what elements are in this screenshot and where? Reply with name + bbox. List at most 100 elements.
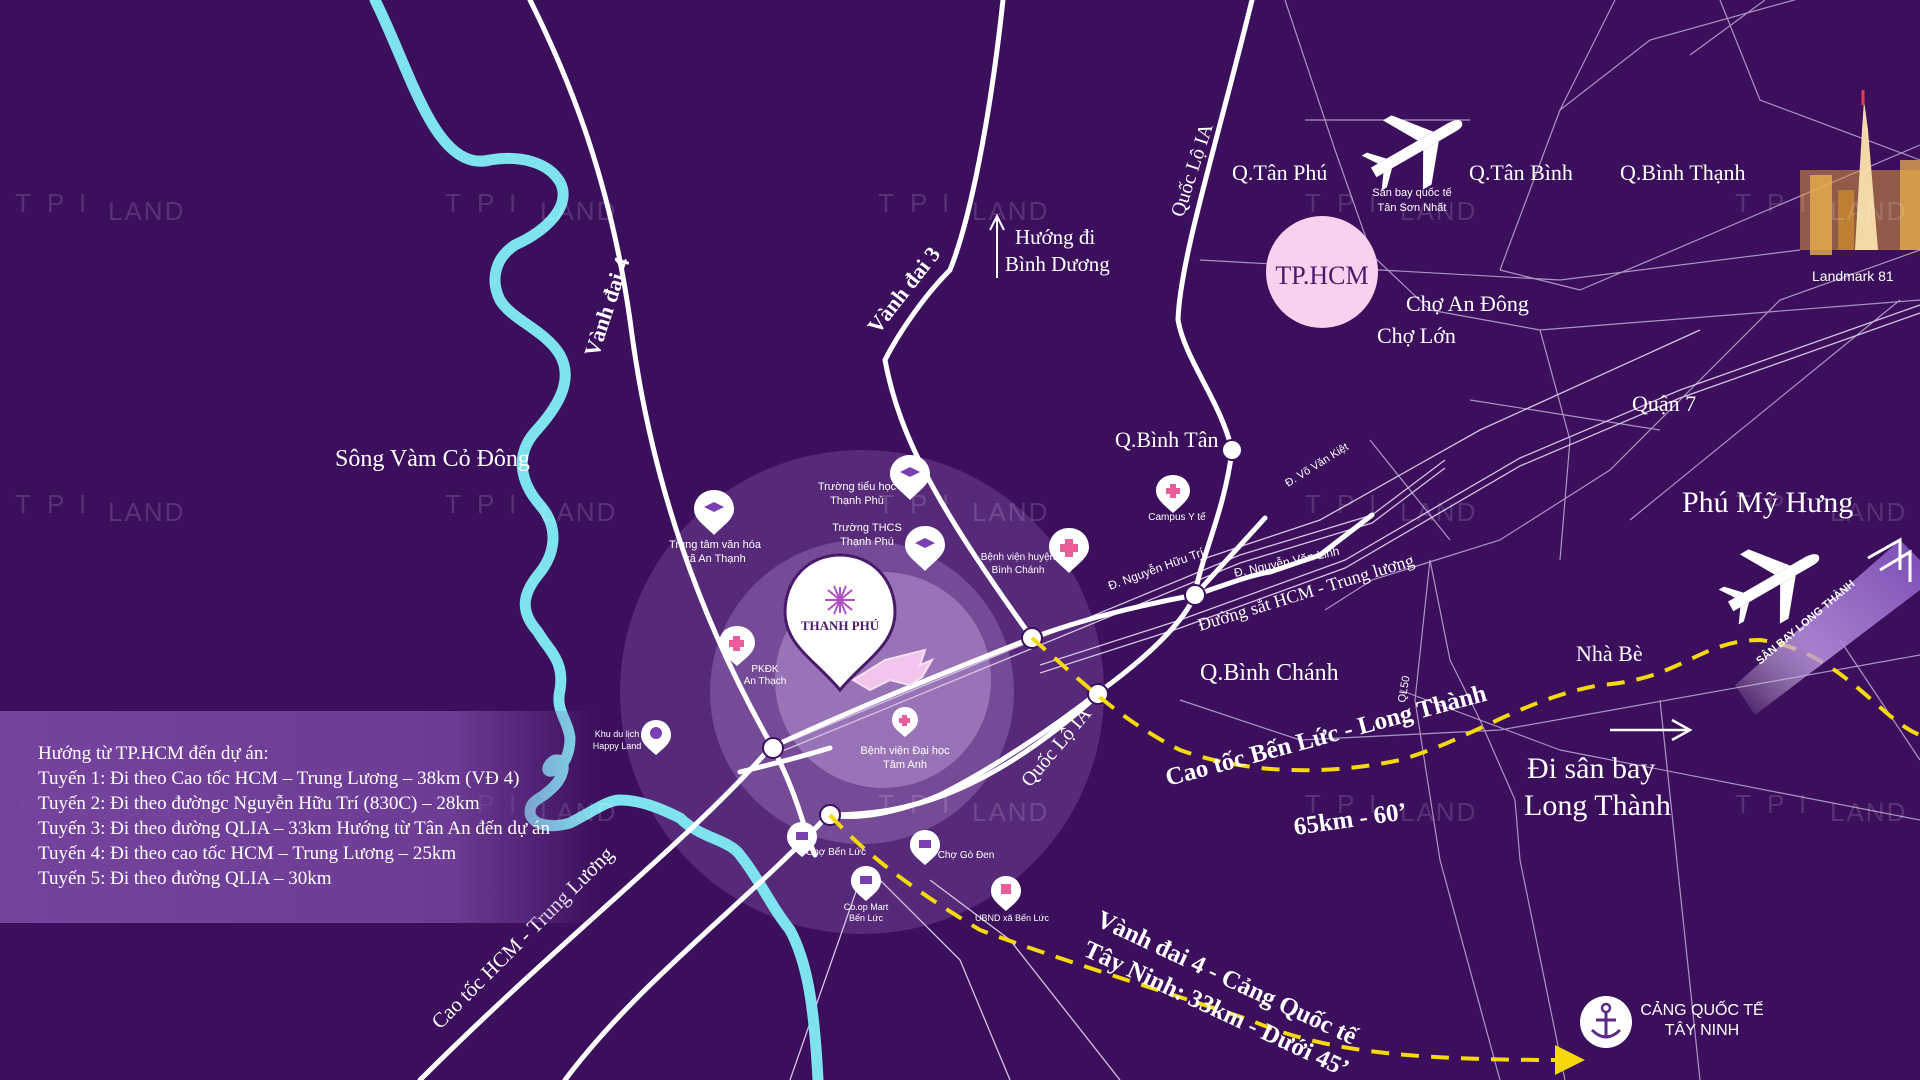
trung-tam-label-1: Trung tâm văn hóa [669, 539, 762, 551]
benh-vien-huyen-label-2: Bình Chánh [992, 565, 1045, 576]
svg-text:T: T [445, 489, 463, 519]
tp-hcm-circle [1266, 216, 1378, 328]
school-pin-icon [905, 526, 945, 571]
svg-text:T: T [878, 489, 896, 519]
svg-text:I: I [79, 188, 88, 218]
benh-vien-huyen-label-1: Bệnh viện huyện [981, 552, 1056, 563]
cho-an-dong-label: Chợ An Đông [1406, 291, 1529, 316]
svg-text:P: P [477, 489, 496, 519]
svg-text:T: T [15, 489, 33, 519]
ubnd-label: UBND xã Bến Lức [975, 913, 1050, 923]
svg-text:P: P [1337, 789, 1356, 819]
svg-text:LAND: LAND [1830, 497, 1907, 527]
di-san-bay-label-2: Long Thành [1524, 789, 1671, 822]
svg-text:T: T [1735, 188, 1753, 218]
svg-text:I: I [1799, 789, 1808, 819]
svg-text:LAND: LAND [540, 497, 617, 527]
svg-text:I: I [79, 489, 88, 519]
anchor-icon [1580, 996, 1632, 1048]
cao-toc-ben-luc-label-1: Cao tốc Bến Lức - Long Thành [1163, 680, 1490, 792]
q-binh-thanh-label: Q.Bình Thạnh [1620, 160, 1745, 185]
project-area [851, 648, 935, 692]
coop-label-2: Bến Lức [849, 913, 884, 923]
airplane-tsn-icon [1361, 115, 1463, 191]
poi-markers [641, 455, 1190, 911]
san-bay-tsn-label-1: Sân bay quốc tế [1372, 187, 1452, 199]
truong-thcs-label-1: Trường THCS [832, 522, 902, 534]
benh-vien-tam-anh-label-1: Bệnh viện Đại học [860, 745, 950, 757]
road-junctions [762, 439, 1243, 826]
pkdk-label-2: An Thạch [744, 676, 787, 687]
school-pin-icon [694, 490, 734, 535]
svg-text:I: I [942, 489, 951, 519]
coop-label-1: Co.op Mart [844, 902, 889, 912]
arrowhead-cang [1555, 1045, 1585, 1075]
svg-text:T: T [1305, 789, 1323, 819]
song-vam-co-label: Sông Vàm Cỏ Đông [335, 446, 530, 472]
svg-text:LAND: LAND [108, 196, 185, 226]
cang-label-2: TÂY NINH [1665, 1020, 1739, 1039]
routes-heading: Hướng từ TP.HCM đến dự án: [38, 743, 269, 764]
quan-7-label: Quận 7 [1632, 391, 1696, 416]
route-line-4: Tuyến 4: Đi theo cao tốc HCM – Trung Lươ… [38, 843, 457, 864]
tp-hcm-label: TP.HCM [1275, 261, 1368, 290]
huong-di-label: Hướng đi [1015, 225, 1095, 249]
svg-text:LAND: LAND [972, 797, 1049, 827]
svg-text:I: I [942, 188, 951, 218]
project-name-label: THANH PHÚ [801, 618, 880, 633]
main-roads [417, 0, 1375, 1080]
svg-text:P: P [477, 188, 496, 218]
road-bundles [779, 304, 1920, 1080]
svg-text:T: T [1305, 188, 1323, 218]
poi-labels: Trường tiểu học Thạnh Phú Trung tâm văn … [593, 481, 1206, 923]
di-san-bay-label-1: Đi sân bay [1527, 752, 1655, 785]
q-tan-phu-label: Q.Tân Phú [1232, 160, 1327, 185]
svg-text:T: T [1735, 789, 1753, 819]
svg-text:I: I [1369, 789, 1378, 819]
cang-label-1: CẢNG QUỐC TẾ [1640, 999, 1763, 1019]
svg-text:T: T [878, 188, 896, 218]
svg-text:I: I [509, 489, 518, 519]
svg-text:LAND: LAND [972, 196, 1049, 226]
trung-tam-label-2: xã An Thạnh [684, 553, 746, 565]
truong-tieu-hoc-label-1: Trường tiểu học [818, 481, 897, 493]
route-line-3: Tuyến 3: Đi theo đường QLIA – 33km Hướng… [38, 818, 550, 839]
svg-text:LAND: LAND [1830, 196, 1907, 226]
svg-text:I: I [1799, 489, 1808, 519]
svg-text:LAND: LAND [108, 497, 185, 527]
route-line-5: Tuyến 5: Đi theo đường QLIA – 30km [38, 868, 332, 889]
svg-text:P: P [1337, 489, 1356, 519]
school-pin-icon [890, 455, 930, 500]
svg-text:I: I [942, 789, 951, 819]
pkdk-label-1: PKĐK [751, 664, 779, 675]
khu-du-lich-label-1: Khu du lịch [595, 729, 640, 739]
svg-text:T: T [878, 789, 896, 819]
svg-text:P: P [1767, 789, 1786, 819]
svg-text:LAND: LAND [1830, 797, 1907, 827]
svg-text:P: P [910, 188, 929, 218]
svg-text:P: P [1337, 188, 1356, 218]
svg-text:LAND: LAND [972, 497, 1049, 527]
svg-text:P: P [910, 789, 929, 819]
q-binh-tan-label: Q.Bình Tân [1115, 427, 1218, 452]
q-tan-binh-label: Q.Tân Bình [1469, 160, 1573, 185]
nha-be-label: Nhà Bè [1576, 641, 1643, 666]
svg-text:LAND: LAND [1400, 797, 1477, 827]
map-labels: Vành đai 4 Vành đai 3 Quốc Lộ IA Quốc Lộ… [335, 120, 1894, 1080]
benh-vien-tam-anh-label-2: Tâm Anh [883, 759, 927, 771]
svg-text:LAND: LAND [540, 196, 617, 226]
svg-text:P: P [1767, 188, 1786, 218]
cho-lon-label: Chợ Lớn [1377, 323, 1456, 348]
svg-text:LAND: LAND [1400, 497, 1477, 527]
san-bay-tsn-label-2: Tân Sơn Nhất [1378, 202, 1447, 214]
phu-my-hung-label: Phú Mỹ Hưng [1682, 486, 1853, 519]
route-line-1: Tuyến 1: Đi theo Cao tốc HCM – Trung Lươ… [38, 768, 520, 789]
cho-go-den-label: Chợ Gò Đen [938, 850, 995, 861]
svg-text:T: T [1305, 489, 1323, 519]
svg-text:I: I [509, 188, 518, 218]
svg-text:I: I [1369, 489, 1378, 519]
q-binh-chanh-label: Q.Bình Chánh [1200, 660, 1339, 686]
binh-duong-label: Bình Dương [1005, 252, 1110, 276]
svg-text:P: P [910, 489, 929, 519]
